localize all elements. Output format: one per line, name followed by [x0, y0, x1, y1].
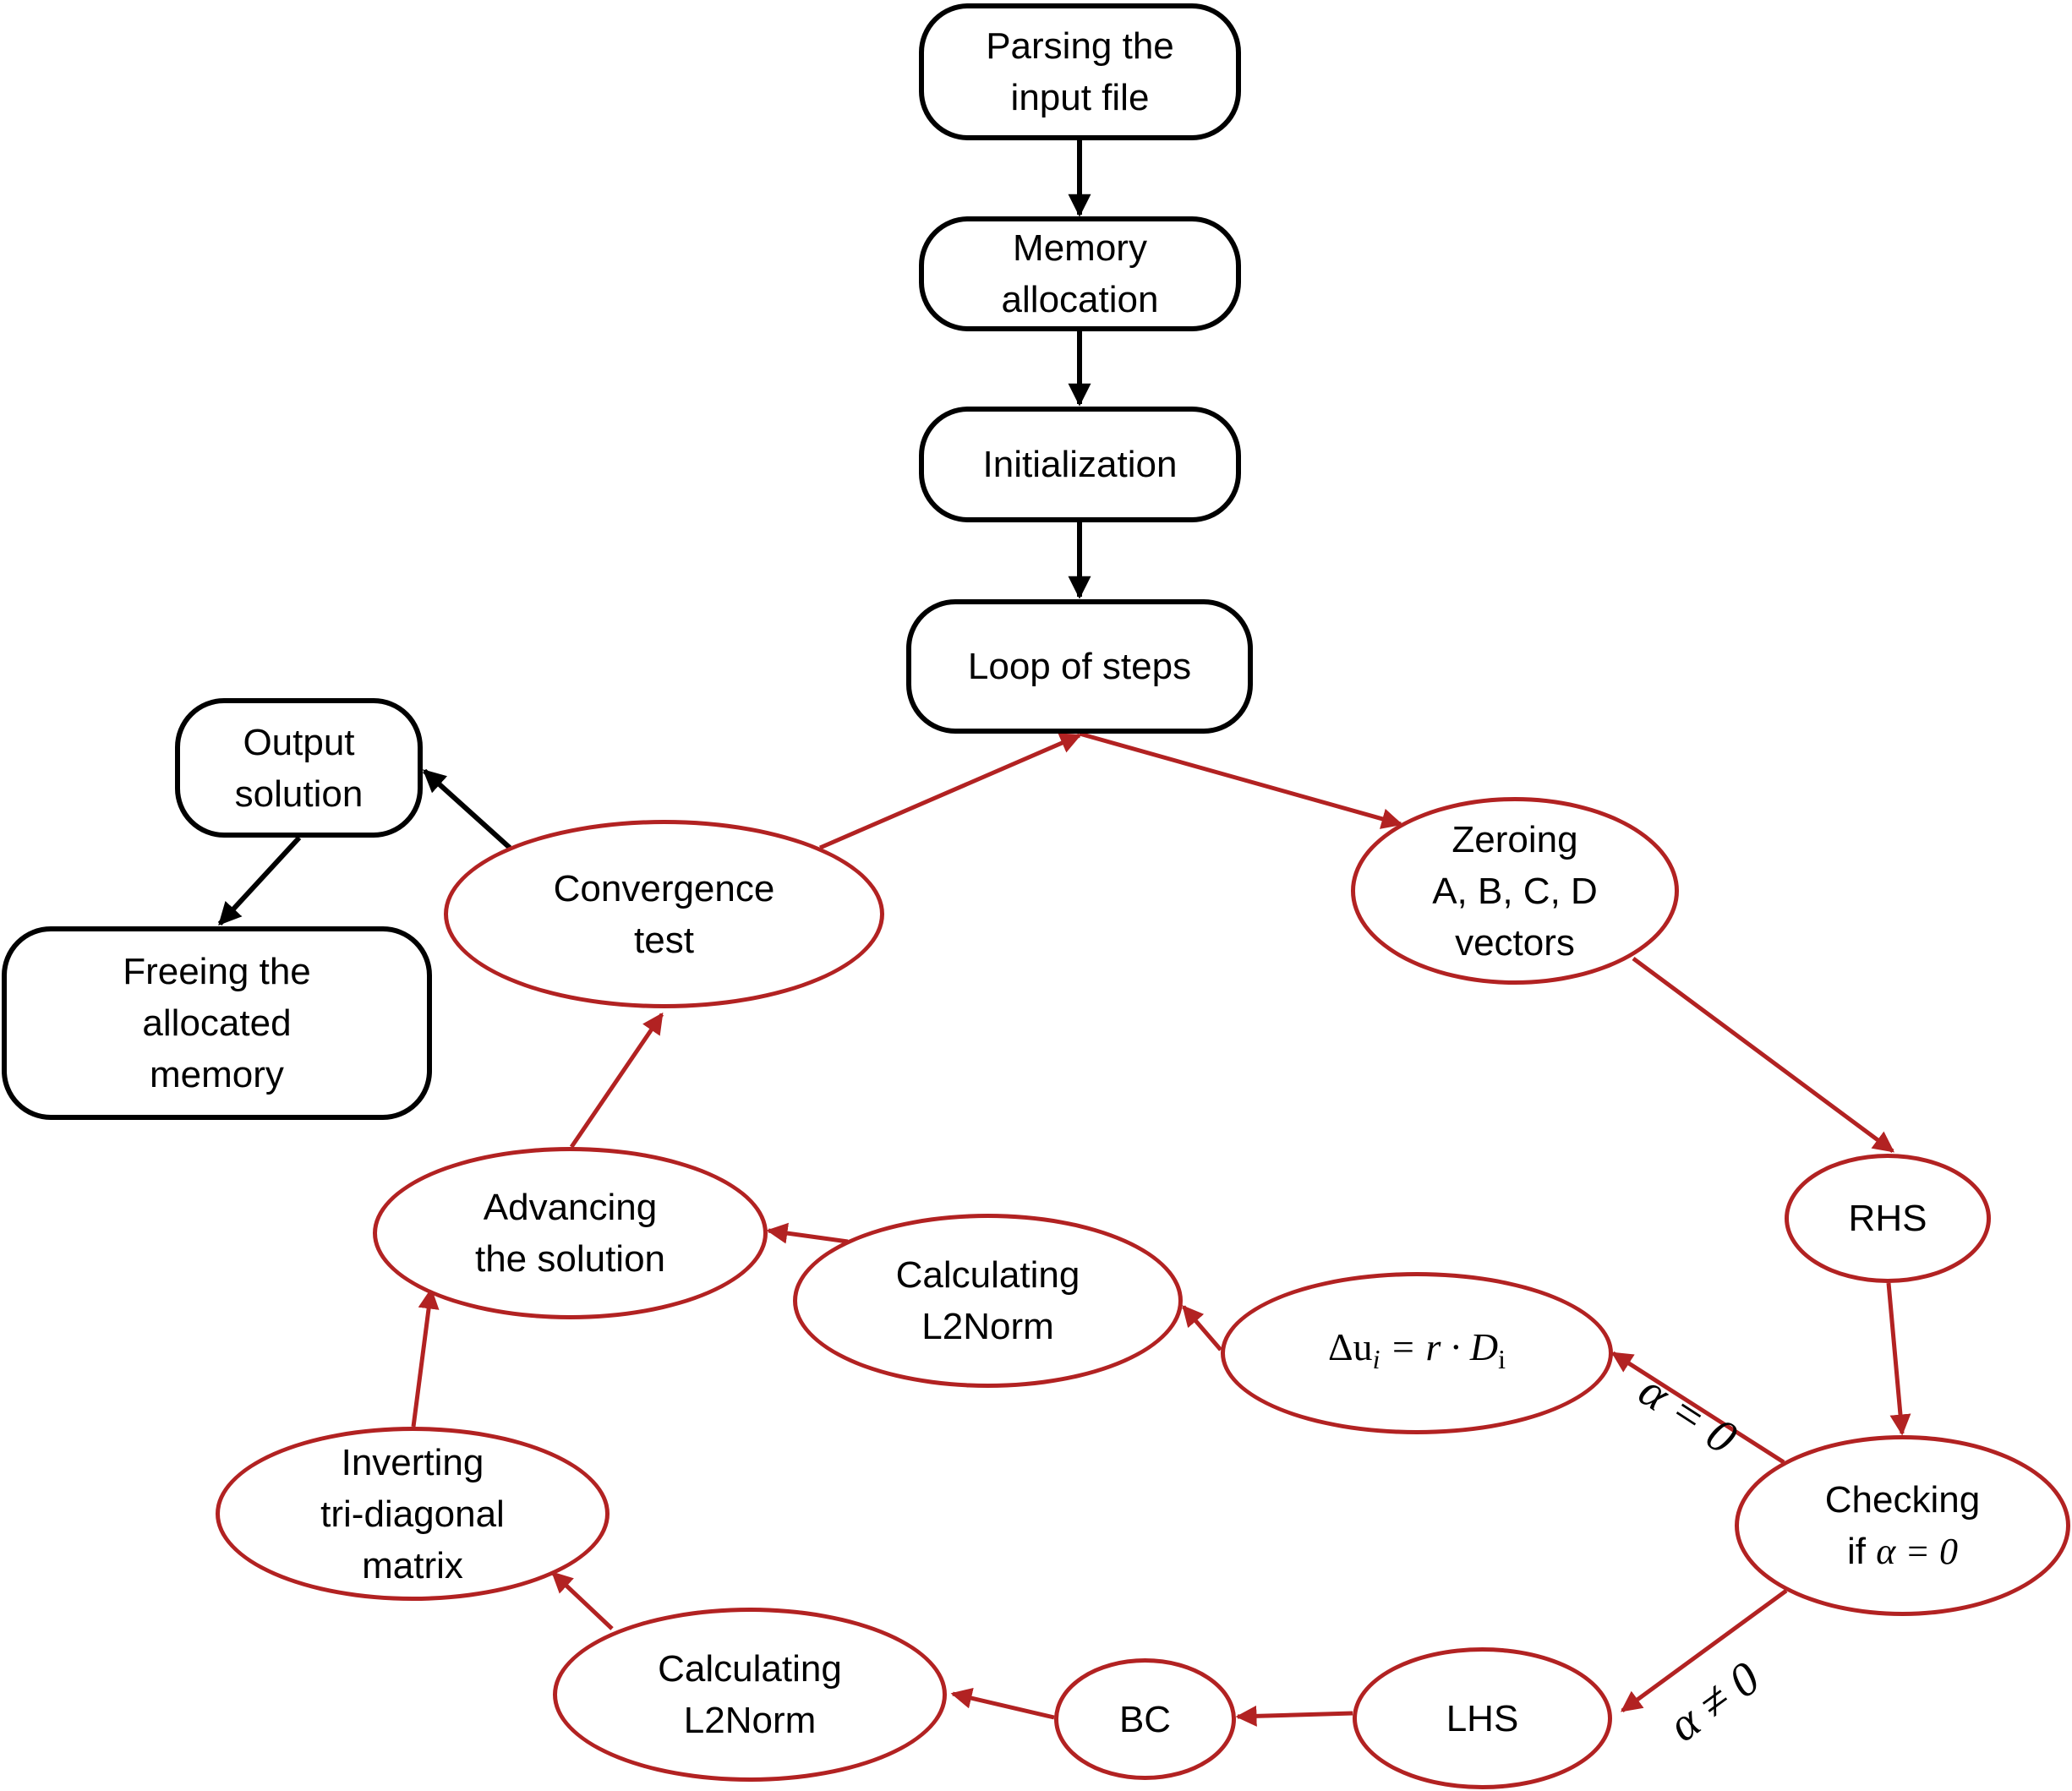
edge-delta-to-l2norm-upper — [1182, 1305, 1222, 1351]
node-convergence-test: Convergence test — [444, 820, 884, 1008]
node-initialization: Initialization — [919, 407, 1241, 522]
delta-formula: Δui = r · Di — [1327, 1324, 1506, 1375]
node-advancing-solution: Advancing the solution — [373, 1147, 768, 1319]
edge-rhs-to-checking — [1886, 1282, 1911, 1436]
node-freeing-memory: Freeing the allocated memory — [2, 926, 432, 1120]
node-lhs: LHS — [1353, 1647, 1612, 1789]
checking-condition: if α = 0 — [1846, 1531, 1959, 1572]
edge-convergence-to-loop — [819, 733, 1082, 850]
edge-checking-to-lhs — [1620, 1588, 1788, 1713]
node-delta-update: Δui = r · Di — [1221, 1272, 1613, 1434]
edge-advancing-to-convergence — [569, 1012, 664, 1149]
node-inverting-matrix: Inverting tri-diagonal matrix — [216, 1427, 610, 1601]
node-zeroing-vectors: Zeroing A, B, C, D vectors — [1351, 797, 1679, 985]
node-loop-of-steps: Loop of steps — [906, 599, 1253, 734]
edge-output-to-freeing — [217, 835, 302, 926]
node-parsing-input: Parsing the input file — [919, 3, 1241, 140]
edge-checking-to-delta — [1610, 1351, 1785, 1465]
edge-l2norm-lower-to-inverting — [551, 1571, 614, 1630]
edge-zeroing-to-rhs — [1632, 956, 1895, 1154]
checking-label: Checking if α = 0 — [1825, 1474, 1980, 1577]
node-checking-alpha: Checking if α = 0 — [1735, 1435, 2070, 1616]
edge-lhs-to-bc — [1235, 1705, 1353, 1727]
edge-l2norm-upper-to-advancing — [766, 1222, 849, 1244]
edge-bc-to-l2norm-lower — [950, 1687, 1055, 1720]
node-memory-allocation: Memory allocation — [919, 216, 1241, 331]
node-bc: BC — [1054, 1658, 1236, 1780]
edge-inverting-to-advancing — [411, 1287, 440, 1428]
node-l2norm-upper: Calculating L2Norm — [793, 1214, 1183, 1388]
edge-convergence-to-output — [422, 768, 512, 850]
node-output-solution: Output solution — [175, 698, 423, 838]
node-rhs: RHS — [1785, 1154, 1991, 1283]
edge-loop-to-zeroing — [1079, 731, 1403, 829]
node-l2norm-lower: Calculating L2Norm — [553, 1608, 947, 1782]
